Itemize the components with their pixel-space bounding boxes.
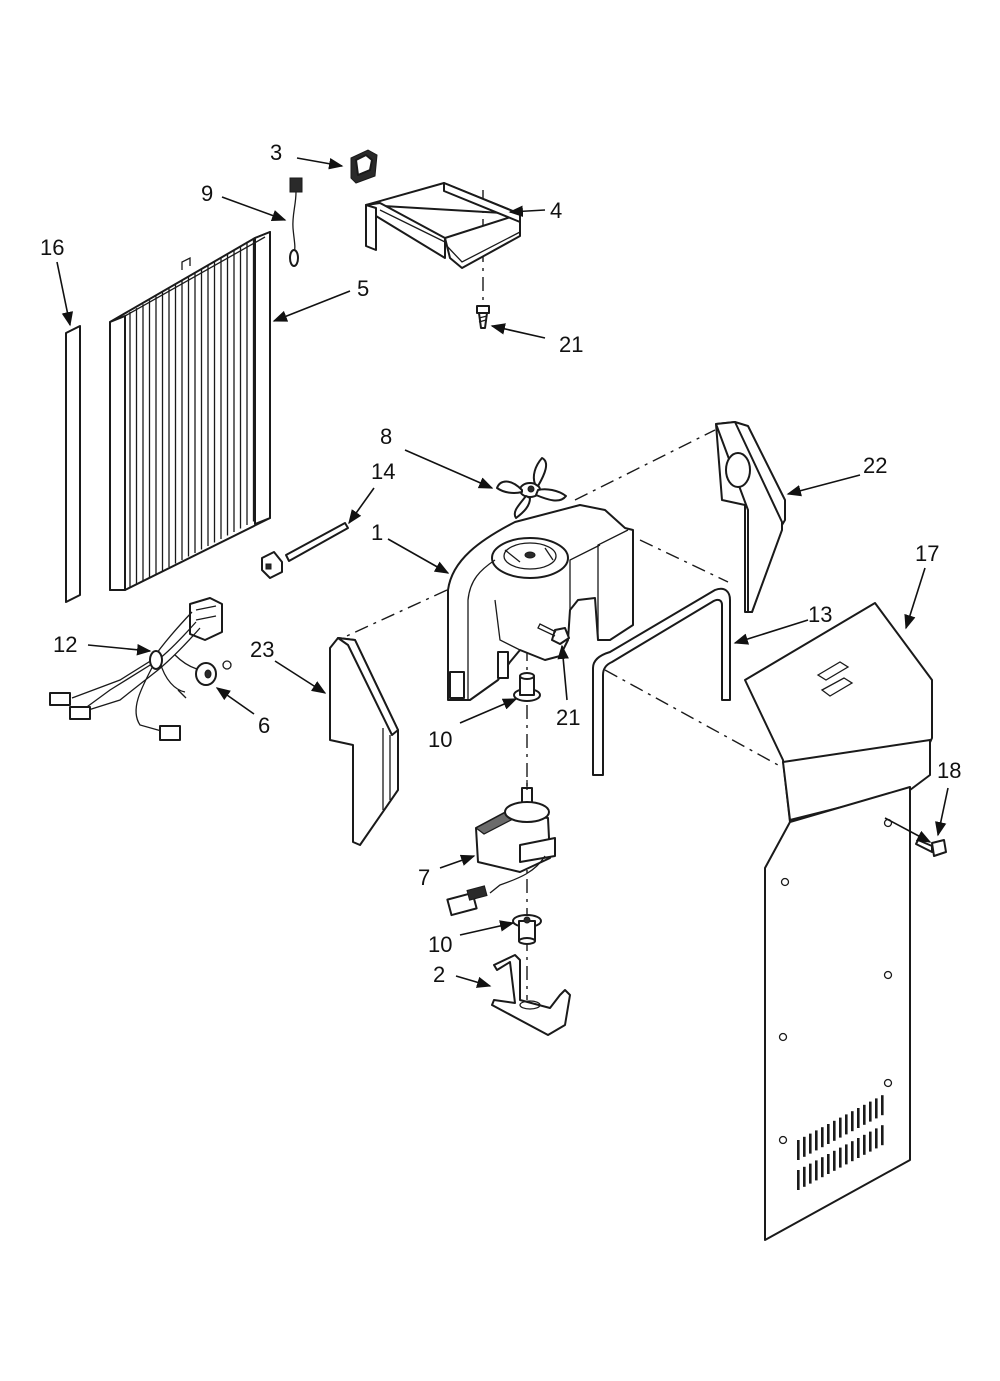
callout-10-upper: 10	[428, 727, 452, 752]
part-18-screw	[915, 839, 947, 857]
callout-8: 8	[380, 424, 392, 449]
callout-23: 23	[250, 637, 274, 662]
callout-17: 17	[915, 541, 939, 566]
part-12-wire-harness	[49, 597, 232, 741]
part-17-rear-panel	[744, 602, 933, 1241]
callout-2: 2	[433, 962, 445, 987]
leader-lines	[56, 157, 949, 988]
callout-5: 5	[357, 276, 369, 301]
assembly-lines	[337, 190, 779, 1000]
callout-7: 7	[418, 865, 430, 890]
callout-22: 22	[863, 453, 887, 478]
callout-10-lower: 10	[428, 932, 452, 957]
part-23-baffle-left	[329, 637, 399, 846]
part-22-baffle-right	[715, 421, 786, 613]
part-16-strip	[65, 325, 81, 603]
part-3-clip	[350, 149, 378, 184]
part-10-grommet-upper	[513, 672, 541, 702]
part-1-fan-shroud	[447, 504, 634, 701]
callout-labels: 3 9 4 16 5 21 8 22 14 1 17 13 12 23 21 6…	[40, 140, 961, 987]
callout-21-top: 21	[559, 332, 583, 357]
callout-3: 3	[270, 140, 282, 165]
part-10-grommet-lower	[512, 914, 542, 945]
callout-1: 1	[371, 520, 383, 545]
callout-12: 12	[53, 632, 77, 657]
part-6-grommet	[195, 662, 217, 686]
part-21-screw-top	[476, 305, 490, 329]
part-9-thermistor	[289, 177, 303, 267]
callout-6: 6	[258, 713, 270, 738]
part-21-screw-mid	[537, 623, 570, 645]
part-7-motor	[446, 780, 556, 917]
callout-16: 16	[40, 235, 64, 260]
callout-4: 4	[550, 198, 562, 223]
part-4-bracket	[365, 182, 521, 269]
part-13-u-channel	[592, 587, 731, 776]
part-2-motor-bracket	[491, 954, 571, 1036]
callout-14: 14	[371, 459, 395, 484]
callout-18: 18	[937, 758, 961, 783]
callout-9: 9	[201, 181, 213, 206]
part-14-cable-tie	[261, 522, 349, 579]
callout-13: 13	[808, 602, 832, 627]
part-5-grille-panel	[109, 231, 271, 591]
callout-21-mid: 21	[556, 705, 580, 730]
part-8-fan-blade	[496, 457, 567, 519]
